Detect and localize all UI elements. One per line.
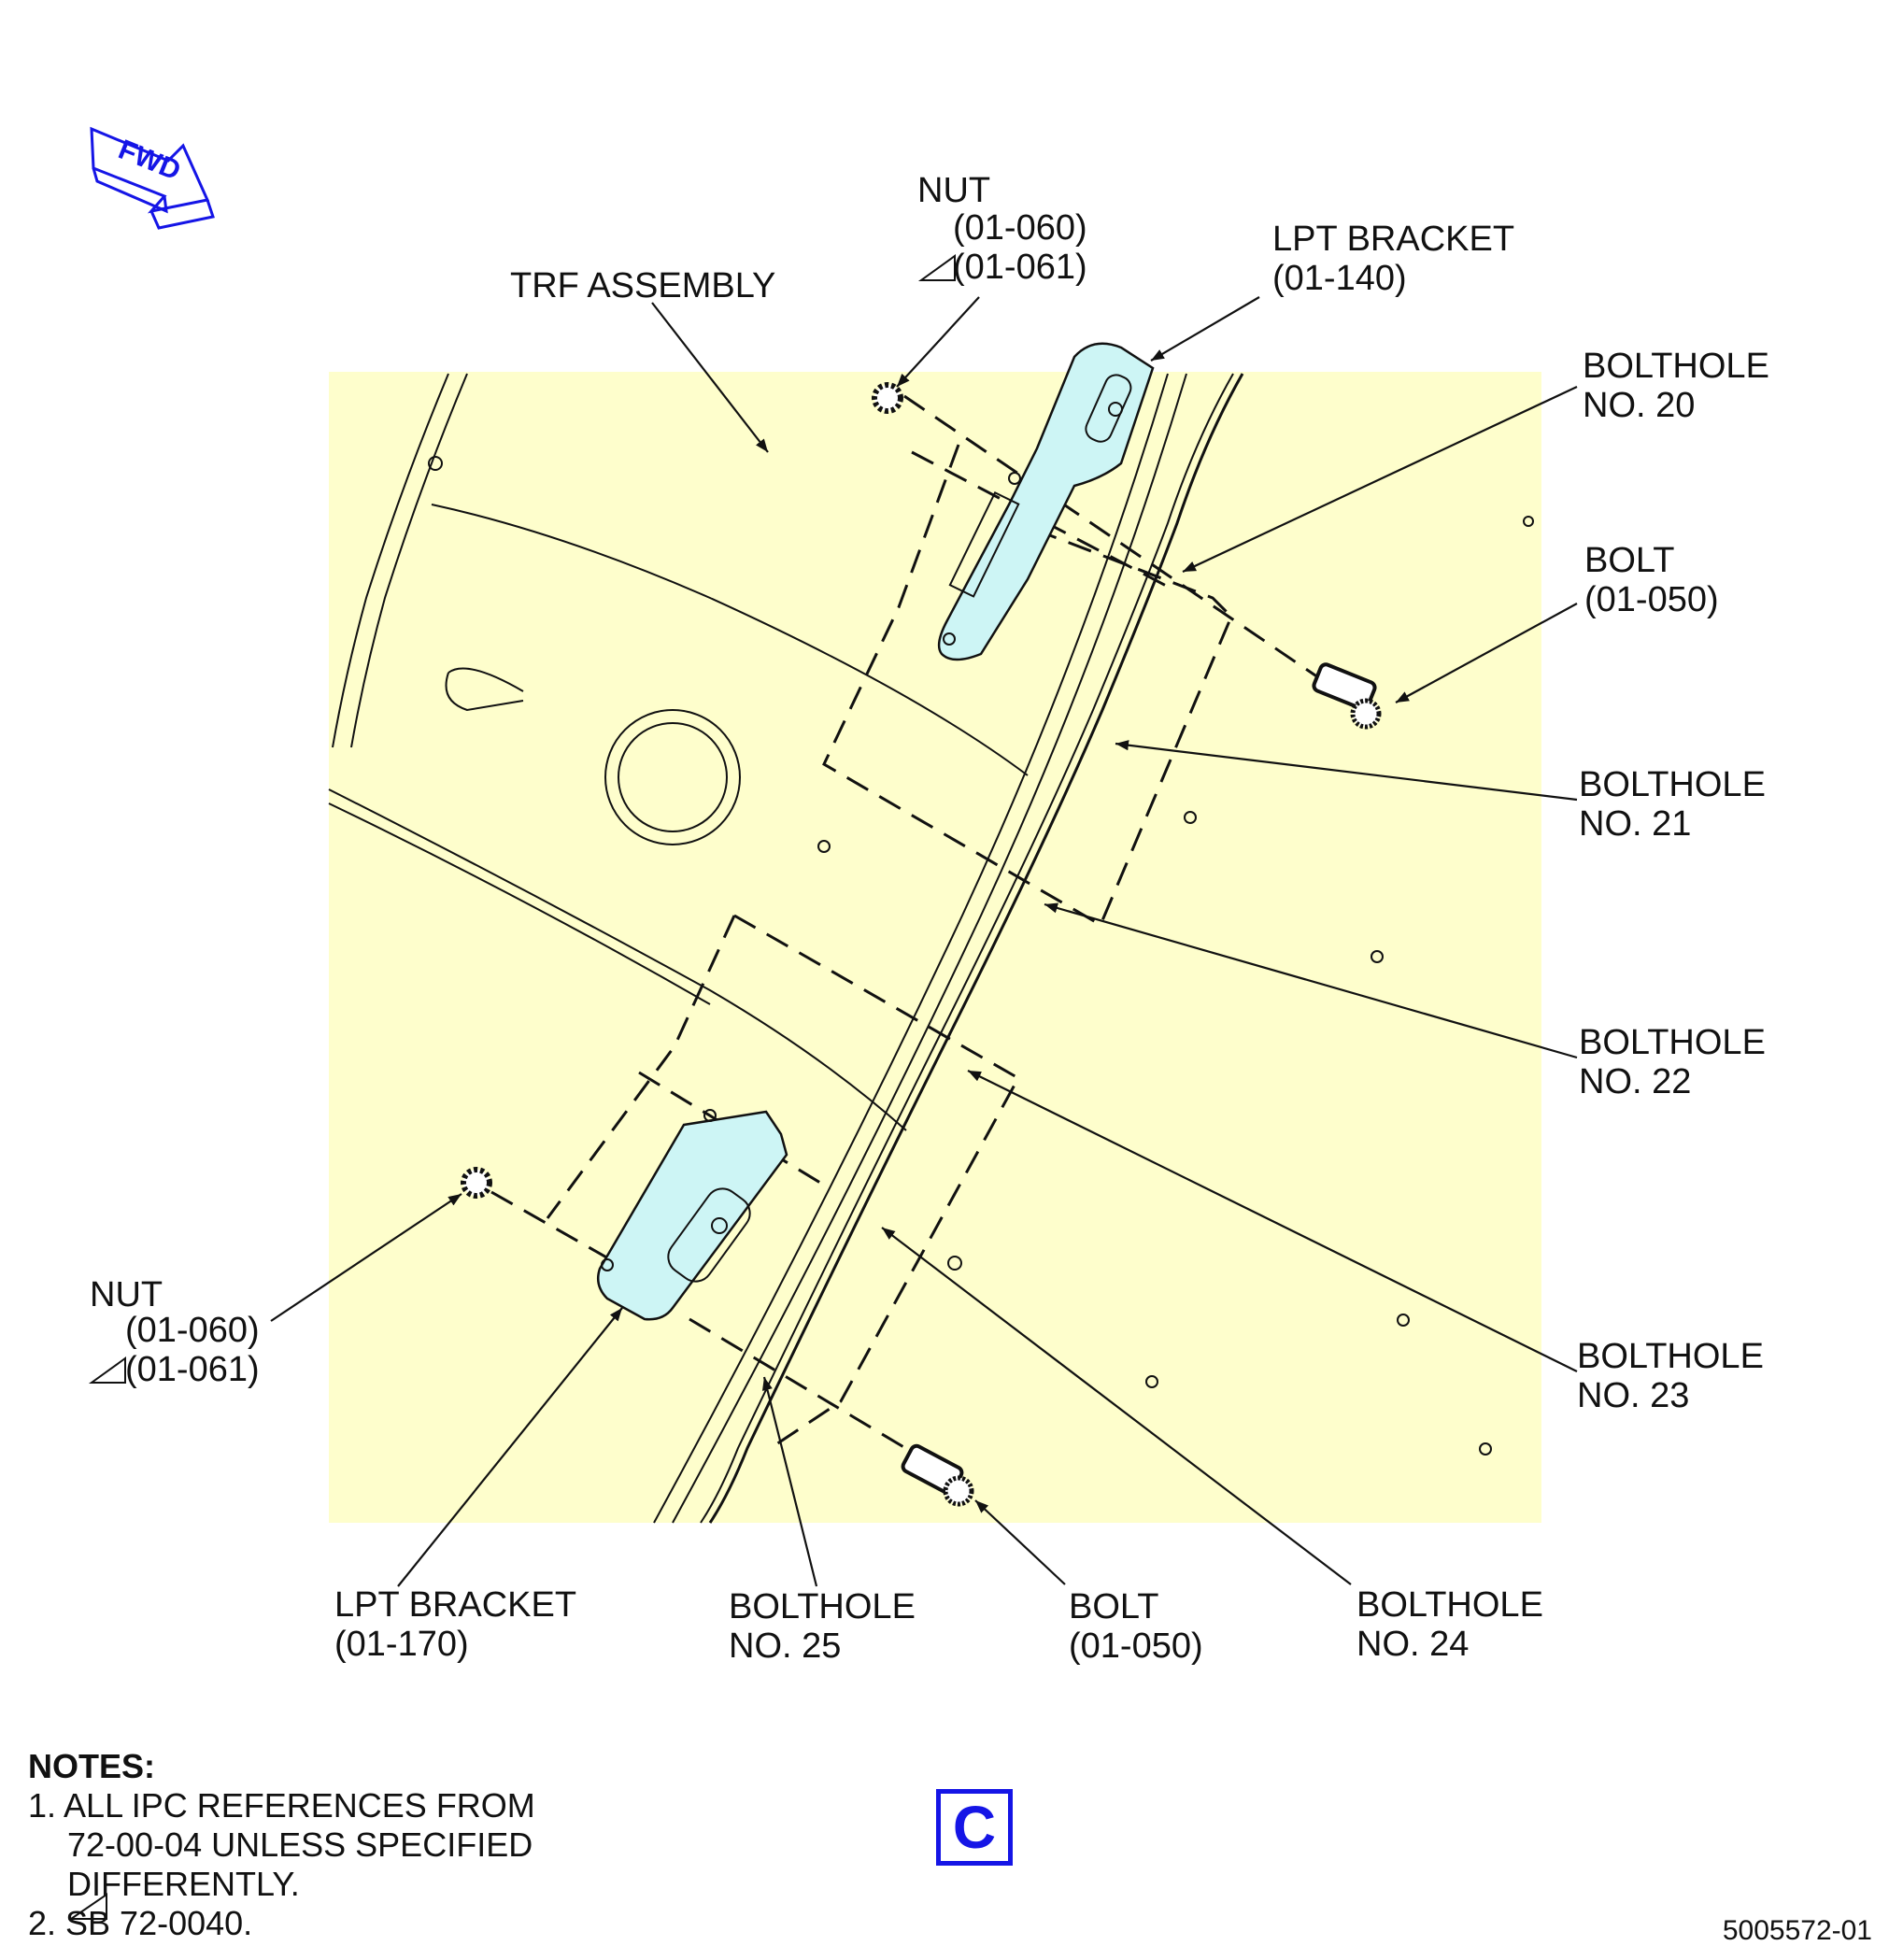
- dashed-assembly-lines: [490, 394, 1337, 1470]
- nut-top-icon: [872, 382, 903, 414]
- bolt-right-name: BOLT: [1584, 541, 1674, 580]
- nut-left-ref2: (01-061): [125, 1350, 260, 1389]
- trf-structure: [328, 373, 1534, 1524]
- nut-left-icon: [461, 1167, 492, 1199]
- bolthole-23-no: NO. 23: [1577, 1376, 1689, 1415]
- bolthole-22-no: NO. 22: [1579, 1062, 1691, 1101]
- bolthole-25-name: BOLTHOLE: [729, 1587, 916, 1626]
- bolthole-20-name: BOLTHOLE: [1583, 347, 1769, 386]
- bolt-bottom-icon: [901, 1443, 974, 1507]
- bolthole-24-no: NO. 24: [1356, 1625, 1469, 1664]
- notes-heading: NOTES:: [28, 1747, 156, 1785]
- bolthole-21-name: BOLTHOLE: [1579, 765, 1766, 804]
- lpt-bracket-bottom-ref: (01-170): [334, 1625, 469, 1664]
- bolthole-23-name: BOLTHOLE: [1577, 1337, 1764, 1376]
- view-label-box: C: [936, 1789, 1013, 1866]
- nut-left-ref1: (01-060): [125, 1311, 260, 1350]
- bolt-right-icon: [1312, 662, 1382, 730]
- trf-panel: [329, 372, 1541, 1523]
- sb-flag-icon: [67, 254, 956, 1920]
- trf-assembly-label: TRF ASSEMBLY: [510, 266, 775, 305]
- note-1-line-2: 72-00-04 UNLESS SPECIFIED: [67, 1825, 533, 1864]
- nut-top-ref2: (01-061): [953, 248, 1087, 287]
- lpt-bracket-top-ref: (01-140): [1272, 259, 1407, 298]
- bolt-right-ref: (01-050): [1584, 580, 1719, 619]
- bolt-bottom-ref: (01-050): [1069, 1626, 1203, 1666]
- nut-top-ref1: (01-060): [953, 208, 1087, 248]
- note-1-line-3: DIFFERENTLY.: [67, 1865, 300, 1903]
- bolthole-24-name: BOLTHOLE: [1356, 1585, 1543, 1625]
- nut-top-name: NUT: [917, 171, 990, 210]
- lpt-bracket-bottom-name: LPT BRACKET: [334, 1585, 576, 1625]
- bolthole-22-name: BOLTHOLE: [1579, 1023, 1766, 1062]
- notes-block: NOTES: 1. ALL IPC REFERENCES FROM 72-00-…: [28, 1747, 535, 1943]
- lpt-bracket-bottom: [597, 1109, 788, 1321]
- bolthole-25-no: NO. 25: [729, 1626, 841, 1666]
- leader-lines: [270, 296, 1578, 1587]
- note-2: 2. SB 72-0040.: [28, 1904, 253, 1942]
- note-1-line-1: 1. ALL IPC REFERENCES FROM: [28, 1786, 535, 1825]
- lpt-bracket-top: [937, 342, 1155, 661]
- bolthole-20-no: NO. 20: [1583, 386, 1695, 425]
- bolthole-21-no: NO. 21: [1579, 804, 1691, 844]
- nut-left-name: NUT: [90, 1275, 163, 1314]
- bolt-bottom-name: BOLT: [1069, 1587, 1158, 1626]
- lpt-bracket-top-name: LPT BRACKET: [1272, 220, 1514, 259]
- figure-number: 5005572-01: [1722, 1915, 1872, 1946]
- fwd-arrow-icon: FWD: [90, 126, 215, 230]
